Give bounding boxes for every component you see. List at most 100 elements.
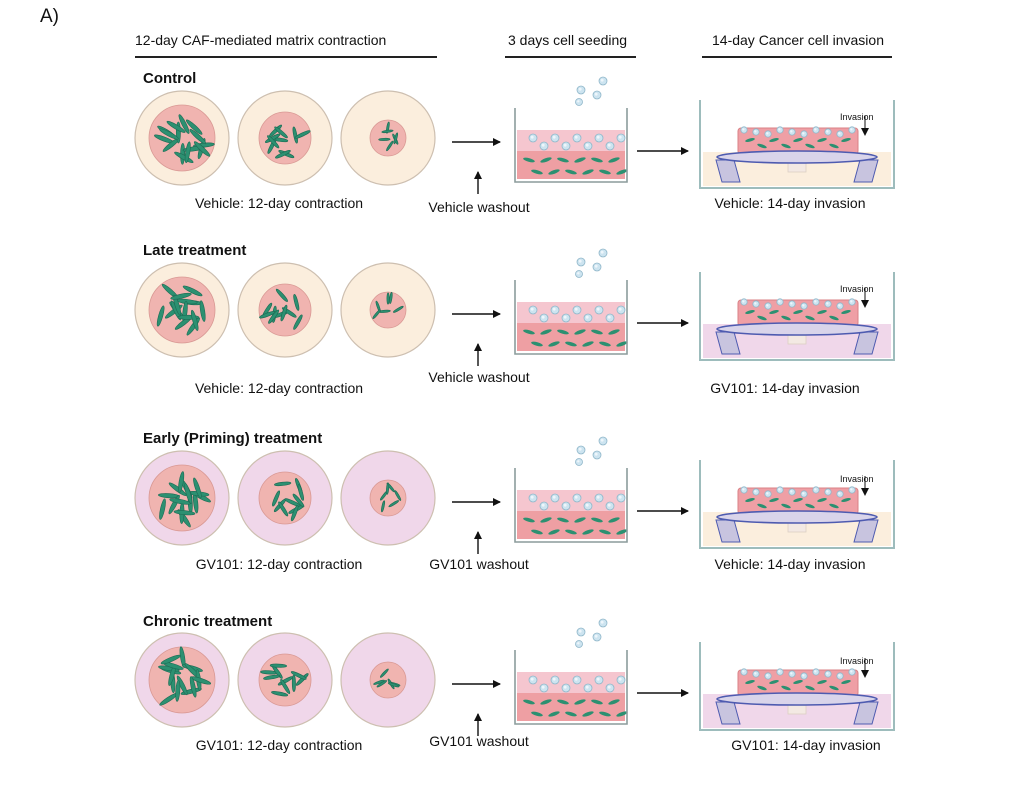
fibroblast-cell: [574, 517, 586, 523]
insert-membrane: [716, 510, 878, 524]
fibroblast-cell: [523, 157, 535, 163]
row-title-late: Late treatment: [143, 242, 247, 259]
fibroblast-cell: [548, 711, 560, 717]
cancer-cell-highlight: [574, 307, 578, 311]
fibroblast-cell: [841, 497, 851, 503]
fibroblast-cell: [616, 711, 628, 717]
fibroblast-cell: [599, 169, 611, 175]
cancer-cell-highlight: [790, 130, 793, 133]
cancer-cell-highlight: [618, 135, 622, 139]
fibroblast-cell: [540, 517, 552, 523]
cancer-cell-highlight: [754, 490, 757, 493]
fibroblast-cell: [608, 329, 620, 335]
fibroblast-cell: [565, 529, 577, 535]
fibroblast-cell: [574, 699, 586, 705]
fibroblast-cell: [540, 699, 552, 705]
insert-membrane: [716, 692, 878, 706]
row-title-chronic: Chronic treatment: [143, 613, 273, 630]
fibroblast-cell: [781, 315, 791, 321]
fibroblast-cell: [817, 137, 827, 143]
fibroblast-cell: [817, 679, 827, 685]
insert-leg: [853, 519, 879, 543]
contraction-caption: GV101: 12-day contraction: [195, 556, 363, 572]
fibroblast-cell: [375, 300, 381, 313]
cancer-cell-highlight: [766, 132, 769, 135]
cancer-cell-highlight: [838, 304, 841, 307]
fibroblast-cell: [574, 329, 586, 335]
fibroblast-cell: [182, 285, 203, 297]
fibroblast-cell: [268, 309, 280, 324]
fibroblast-cell: [199, 300, 206, 322]
fibroblast-cell: [829, 685, 839, 691]
fibroblast-cell: [781, 503, 791, 509]
fibroblast-cell: [174, 151, 194, 164]
panel-label: A): [40, 6, 59, 27]
cancer-cell-highlight: [596, 307, 600, 311]
cancer-cell-highlight: [766, 674, 769, 677]
fibroblast-cell: [745, 497, 755, 503]
invasion-caption: GV101: 14-day invasion: [710, 380, 860, 396]
cancer-cell-highlight: [826, 490, 829, 493]
seeding-well: [514, 650, 628, 725]
fibroblast-cell: [278, 501, 289, 517]
fibroblast-cell: [591, 699, 603, 705]
fibroblast-cell: [608, 157, 620, 163]
row-title-early: Early (Priming) treatment: [143, 430, 323, 447]
seeding-well: [514, 280, 628, 355]
cancer-cell-highlight: [802, 132, 805, 135]
invasion-well: [699, 642, 895, 731]
fibroblast-cell: [172, 294, 182, 316]
collagen-gel: [258, 111, 312, 165]
fibroblast-cell: [548, 529, 560, 535]
cancer-cell-highlight: [850, 488, 853, 491]
cancer-cell-highlight: [754, 130, 757, 133]
cancer-cell-highlight: [552, 307, 556, 311]
fibroblast-cell: [591, 157, 603, 163]
fibroblast-cell: [381, 129, 394, 134]
fibroblast-cell: [394, 490, 402, 501]
fibroblast-cell: [291, 674, 296, 692]
fibroblast-cell: [269, 663, 288, 668]
fibroblast-cell: [290, 671, 307, 680]
fibroblast-cell: [793, 309, 803, 315]
fibroblast-cell: [565, 169, 577, 175]
fibroblast-cell: [280, 679, 291, 694]
cancer-cell-highlight: [530, 495, 534, 499]
fibroblast-cell: [284, 498, 301, 507]
cancer-cell-highlight: [790, 490, 793, 493]
header-invasion: 14-day Cancer cell invasion: [712, 32, 884, 48]
fibroblast-cell: [757, 503, 767, 509]
fibroblast-cell: [608, 517, 620, 523]
cancer-cell-highlight: [742, 488, 745, 491]
insert-leg: [853, 331, 879, 355]
fibroblast-cell: [292, 126, 298, 144]
fibroblast-cell: [173, 509, 196, 516]
cancer-cell-highlight: [778, 670, 781, 673]
fibroblast-cell: [294, 130, 311, 139]
fibroblast-cell: [386, 140, 394, 152]
cancer-cell-highlight: [541, 685, 545, 689]
fibroblast-cell: [769, 137, 779, 143]
fibroblast-cell: [540, 329, 552, 335]
invasion-label: Invasion: [840, 656, 874, 666]
cancer-cell-highlight: [552, 495, 556, 499]
fibroblast-cell: [189, 129, 207, 145]
collagen-gel: [369, 119, 407, 157]
fibroblast-cell: [189, 676, 197, 698]
cancer-cell-highlight: [814, 300, 817, 303]
header-cell-seeding: 3 days cell seeding: [508, 32, 628, 48]
fibroblast-cell: [193, 477, 202, 499]
fibroblast-cell: [565, 711, 577, 717]
contraction-caption: Vehicle: 12-day contraction: [194, 195, 364, 211]
fibroblast-cell: [745, 679, 755, 685]
cancer-cell-highlight: [541, 503, 545, 507]
fibroblast-cell: [829, 503, 839, 509]
cancer-cell-highlight: [778, 300, 781, 303]
cancer-cell-highlight: [607, 503, 611, 507]
cancer-cell-highlight: [754, 302, 757, 305]
cancer-cell-highlight: [618, 495, 622, 499]
fibroblast-cell: [582, 529, 594, 535]
fibroblast-cell: [386, 292, 390, 305]
fibroblast-cell: [841, 309, 851, 315]
